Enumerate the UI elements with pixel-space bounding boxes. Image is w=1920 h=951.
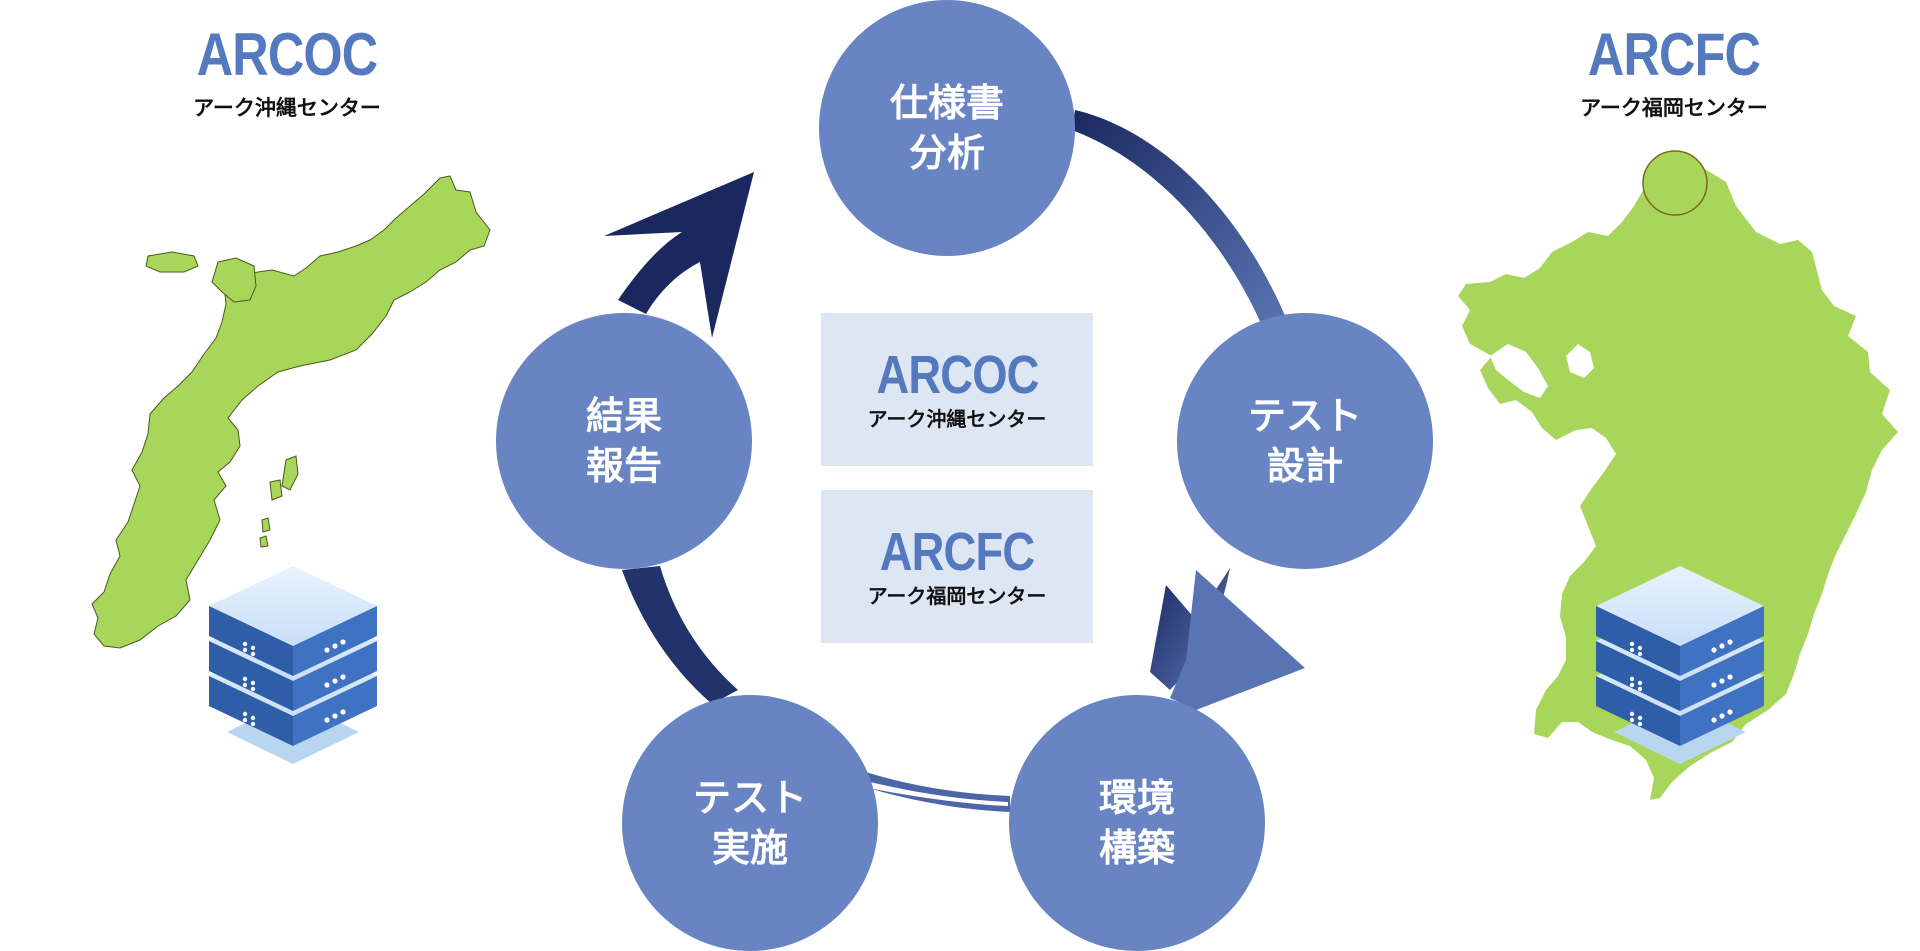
step-spec-analysis: 仕様書 分析 xyxy=(819,0,1075,256)
center-box-name: アーク沖縄センター xyxy=(867,406,1047,431)
okinawa-map xyxy=(91,175,491,649)
step-label: 報告 xyxy=(585,444,662,488)
step-result-report: 結果 報告 xyxy=(496,313,752,569)
center-box-fukuoka: ARCFC アーク福岡センター xyxy=(821,490,1093,643)
step-label: テスト xyxy=(692,776,807,820)
fukuoka-site-code: ARCFC xyxy=(1587,21,1761,88)
step-label: 実施 xyxy=(711,826,788,870)
step-label: 環境 xyxy=(1098,776,1175,820)
cycle-arrow xyxy=(604,110,1305,812)
step-env-build: 環境 構築 xyxy=(1009,695,1265,951)
step-label: 設計 xyxy=(1266,444,1343,488)
center-box-code: ARCFC xyxy=(879,521,1035,582)
center-box-okinawa: ARCOC アーク沖縄センター xyxy=(821,313,1093,466)
okinawa-site-code: ARCOC xyxy=(196,21,378,88)
center-box-name: アーク福岡センター xyxy=(867,583,1047,608)
center-box-code: ARCOC xyxy=(875,344,1039,405)
step-label: 仕様書 xyxy=(889,81,1004,125)
kyushu-map xyxy=(1458,150,1898,800)
server-stack-icon xyxy=(209,566,377,764)
server-stack-icon xyxy=(1596,566,1764,764)
step-label: テスト xyxy=(1247,394,1362,438)
okinawa-site-name: アーク沖縄センター xyxy=(193,96,381,120)
step-label: 結果 xyxy=(585,394,662,438)
fukuoka-site-name: アーク福岡センター xyxy=(1580,96,1768,120)
step-test-execution: テスト 実施 xyxy=(622,695,878,951)
step-label: 分析 xyxy=(908,131,985,175)
step-test-design: テスト 設計 xyxy=(1177,313,1433,569)
step-label: 構築 xyxy=(1098,826,1175,870)
